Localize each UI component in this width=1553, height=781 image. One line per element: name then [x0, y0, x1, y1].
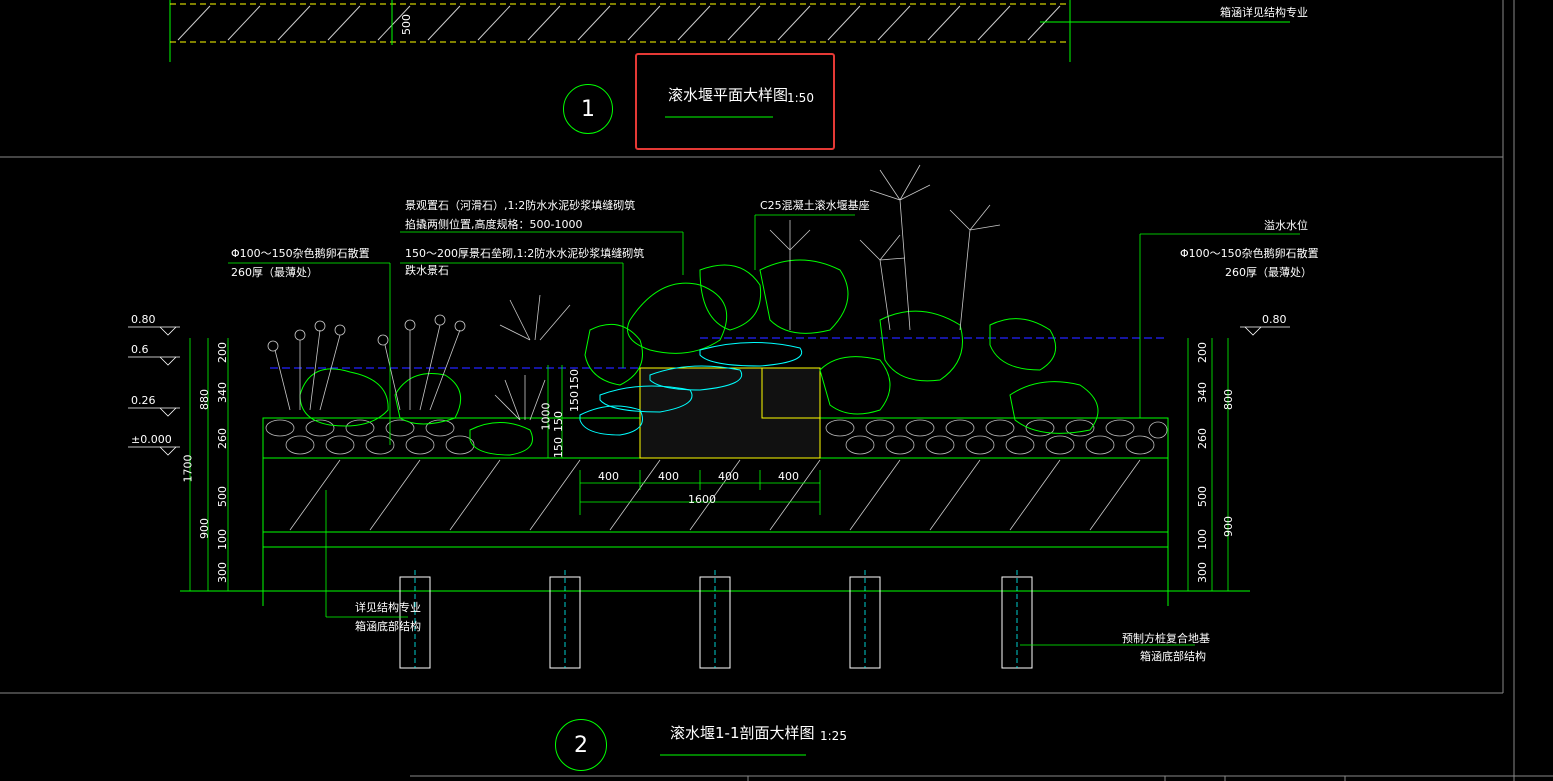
level-000: ±0.000 [131, 433, 172, 446]
dim-h-400-4: 400 [778, 470, 799, 483]
overflow-level-note: 溢水水位 [1264, 219, 1308, 232]
dim-left-500: 500 [216, 486, 229, 507]
structure-right-note-2: 箱涵底部结构 [1140, 650, 1206, 663]
dim-left-340: 340 [216, 382, 229, 403]
pile-centerlines [414, 570, 1018, 668]
step-dim-1000: 1000 [539, 402, 553, 431]
cobble-left-note-2: 260厚（最薄处） [231, 266, 318, 279]
dim-h-1600: 1600 [688, 493, 716, 506]
section-number: 2 [574, 732, 588, 758]
stone-base-note-1: 150～200厚景石垒砌,1:2防水水泥砂浆填缝砌筑 [405, 247, 645, 260]
dim-right-800: 800 [1222, 389, 1235, 410]
water-line [270, 337, 1165, 369]
step-dim-150-2: 150 [552, 411, 565, 432]
dim-right-300: 300 [1196, 562, 1209, 583]
dim-left-200: 200 [216, 342, 229, 363]
dim-left-300: 300 [216, 562, 229, 583]
level-markers [128, 326, 1290, 456]
cobble-right-note-1: Φ100～150杂色鹅卵石散置 [1180, 247, 1319, 260]
plan-number: 1 [581, 96, 595, 122]
stone-base-note-2: 跌水景石 [405, 264, 449, 277]
top-structure-note: 箱涵详见结构专业 [1220, 6, 1308, 19]
dim-h-400-2: 400 [658, 470, 679, 483]
stone-landscape-note-1: 景观置石（河滑石）,1:2防水水泥砂浆填缝砌筑 [405, 199, 636, 212]
plan-title: 滚水堰平面大样图 [668, 86, 789, 104]
dim-right-900: 900 [1222, 516, 1235, 537]
section-title: 滚水堰1-1剖面大样图 [670, 724, 815, 742]
plan-scale: 1:50 [787, 91, 814, 105]
concrete-weir-block [639, 367, 821, 459]
concrete-weir-note: C25混凝土滚水堰基座 [760, 199, 870, 212]
level-080-right: 0.80 [1262, 313, 1287, 326]
step-dim-150-4: 150 [568, 369, 581, 390]
structure-right-note-1: 预制方桩复合地基 [1122, 632, 1210, 645]
structure-left-note-1: 详见结构专业 [355, 601, 421, 614]
level-026: 0.26 [131, 394, 156, 407]
cobble-right-note-2: 260厚（最薄处） [1225, 266, 1312, 279]
dim-left-1700: 1700 [181, 454, 195, 483]
plan-fragment [169, 0, 1290, 62]
dim-right-200: 200 [1196, 342, 1209, 363]
section-number-circle: 2 [555, 719, 607, 771]
selection-highlight-box [635, 53, 835, 150]
cobble-left-note-1: Φ100～150杂色鹅卵石散置 [231, 247, 370, 260]
dim-left-880: 880 [198, 389, 211, 410]
plan-number-circle: 1 [563, 84, 613, 134]
dim-h-400-1: 400 [598, 470, 619, 483]
structure-left-note-2: 箱涵底部结构 [355, 620, 421, 633]
dim-left-260: 260 [216, 428, 229, 449]
dimension-lines [189, 338, 1229, 591]
dim-right-500: 500 [1196, 486, 1209, 507]
stone-landscape-note-2: 掐撬两侧位置,高度规格：500-1000 [405, 218, 583, 231]
step-dim-150-3: 150 [568, 391, 581, 412]
step-stones [579, 341, 803, 436]
level-06: 0.6 [131, 343, 149, 356]
level-080-left: 0.80 [131, 313, 156, 326]
dim-right-100: 100 [1196, 529, 1209, 550]
title-underlines [660, 116, 806, 756]
top-dim-500: 500 [400, 14, 413, 35]
landscape-stones [299, 259, 1099, 456]
dim-right-260: 260 [1196, 428, 1209, 449]
plants [267, 164, 1001, 421]
base-hatch [289, 459, 1141, 531]
dim-left-900: 900 [198, 518, 211, 539]
dim-h-400-3: 400 [718, 470, 739, 483]
leader-lines [228, 214, 1300, 646]
section-scale: 1:25 [820, 729, 847, 743]
step-dim-150-1: 150 [552, 437, 565, 458]
cobble-layer [265, 419, 1168, 455]
dim-left-100: 100 [216, 529, 229, 550]
dim-right-340: 340 [1196, 382, 1209, 403]
